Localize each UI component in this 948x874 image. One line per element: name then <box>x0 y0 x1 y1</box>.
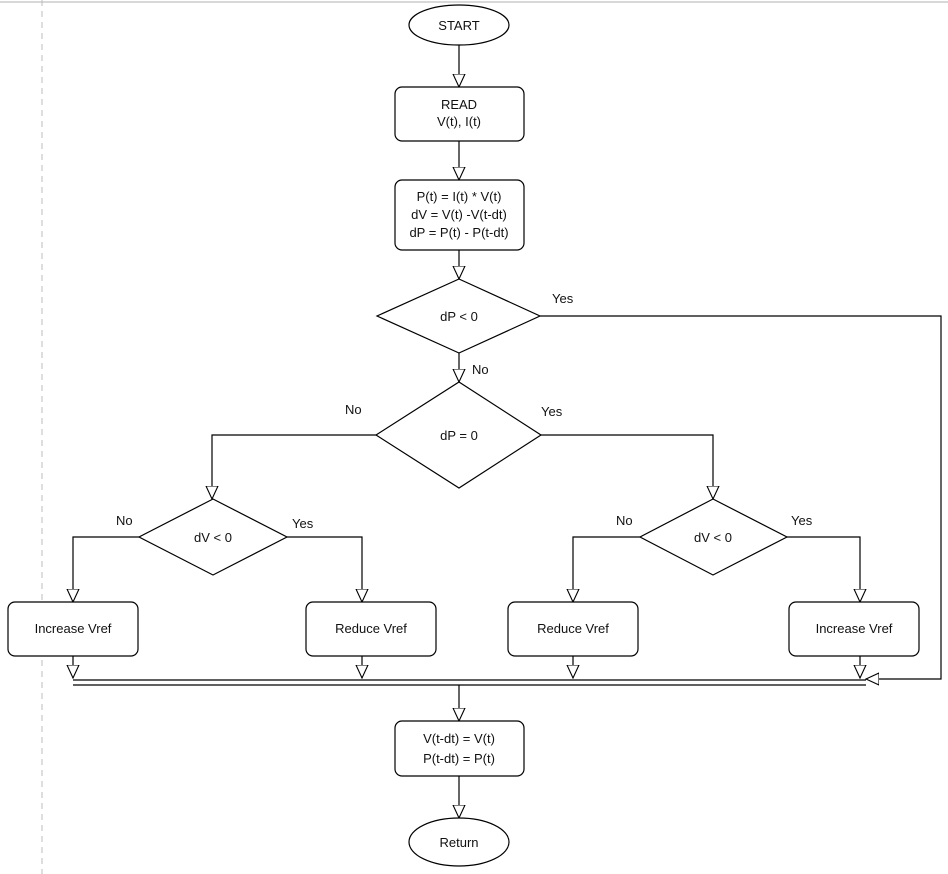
dp-lt-0-yes-label: Yes <box>552 291 574 306</box>
reduce-vref-left-label: Reduce Vref <box>335 621 407 636</box>
reduce-vref-left-node: Reduce Vref <box>305 601 437 657</box>
update-label-line-1: V(t-dt) = V(t) <box>423 731 495 746</box>
compute-node: P(t) = I(t) * V(t) dV = V(t) -V(t-dt) dP… <box>394 179 525 251</box>
update-node: V(t-dt) = V(t) P(t-dt) = P(t) <box>394 720 525 777</box>
left-dv-lt-0-label: dV < 0 <box>194 530 232 545</box>
return-label: Return <box>439 835 478 850</box>
right-dv-no-label: No <box>616 513 633 528</box>
increase-vref-right-label: Increase Vref <box>816 621 893 636</box>
dp-lt-0-no-label: No <box>472 362 489 377</box>
edge-left-dv-yes <box>287 536 362 602</box>
edge-dp-eq-0-no <box>212 434 376 499</box>
edges <box>73 45 942 818</box>
edge-dp-lt-0-yes <box>540 315 942 679</box>
increase-vref-right-node: Increase Vref <box>788 601 920 657</box>
compute-label-line-2: dV = V(t) -V(t-dt) <box>411 207 507 222</box>
return-node: Return <box>408 817 510 867</box>
dp-eq-0-yes-label: Yes <box>541 404 563 419</box>
left-dv-no-label: No <box>116 513 133 528</box>
left-dv-lt-0-decision: dV < 0 <box>137 498 289 576</box>
read-label-line-2: V(t), I(t) <box>437 114 481 129</box>
increase-vref-left-label: Increase Vref <box>35 621 112 636</box>
dp-lt-0-label: dP < 0 <box>440 309 478 324</box>
dp-eq-0-decision: dP = 0 <box>374 381 543 489</box>
compute-label-line-3: dP = P(t) - P(t-dt) <box>409 225 508 240</box>
compute-label-line-1: P(t) = I(t) * V(t) <box>417 189 502 204</box>
dp-lt-0-decision: dP < 0 <box>375 278 542 354</box>
edge-right-dv-no <box>573 536 640 602</box>
edge-labels: Yes No No Yes No Yes No Yes <box>116 291 813 531</box>
right-dv-lt-0-decision: dV < 0 <box>638 498 789 576</box>
right-dv-lt-0-label: dV < 0 <box>694 530 732 545</box>
read-node: READ V(t), I(t) <box>394 86 525 142</box>
dp-eq-0-label: dP = 0 <box>440 428 478 443</box>
update-label-line-2: P(t-dt) = P(t) <box>423 751 495 766</box>
start-label: START <box>438 18 479 33</box>
edge-right-dv-yes <box>787 536 860 602</box>
edge-left-dv-no <box>73 536 139 602</box>
left-dv-yes-label: Yes <box>292 516 314 531</box>
dp-eq-0-no-label: No <box>345 402 362 417</box>
start-node: START <box>408 4 510 46</box>
read-label-line-1: READ <box>441 97 477 112</box>
edge-dp-eq-0-yes <box>541 434 713 499</box>
reduce-vref-right-node: Reduce Vref <box>507 601 639 657</box>
increase-vref-left-node: Increase Vref <box>7 601 139 657</box>
reduce-vref-right-label: Reduce Vref <box>537 621 609 636</box>
right-dv-yes-label: Yes <box>791 513 813 528</box>
